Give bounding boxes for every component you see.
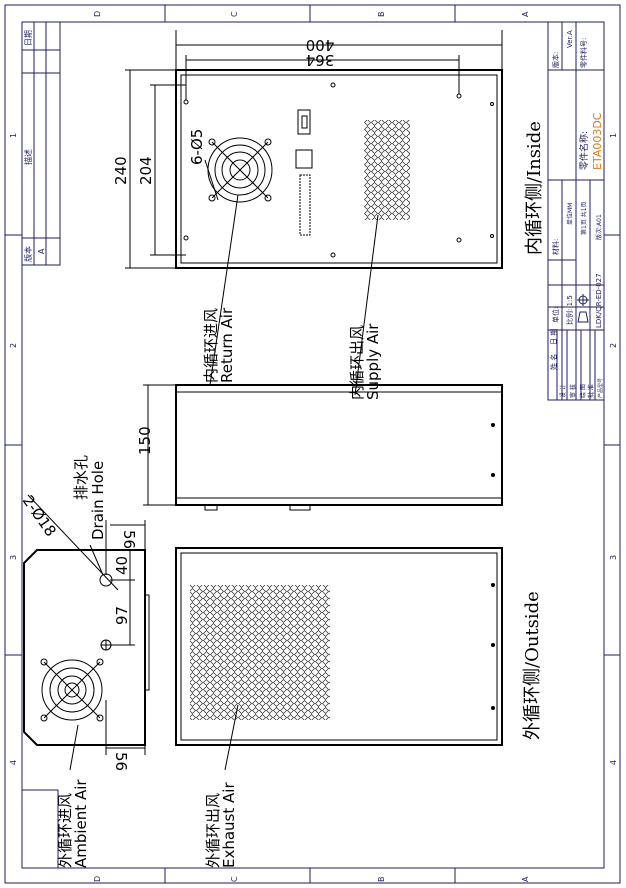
zone-letter: B — [377, 877, 386, 883]
dim-150: 150 — [136, 426, 154, 455]
zone-number: 2 — [9, 343, 18, 348]
version-label: 版本: — [551, 52, 560, 68]
dim-97: 97 — [113, 606, 131, 625]
ambient-air-cn: 外循环进风 — [56, 793, 74, 868]
drawing-no: LDK/QR-ED-027 — [595, 273, 603, 328]
zone-number: 2 — [609, 343, 618, 348]
mounting-holes — [183, 82, 494, 258]
return-air-en: Return Air — [218, 307, 236, 383]
zone-letter: D — [93, 11, 102, 17]
zone-number: 1 — [9, 133, 18, 138]
unit-label: 单位: — [551, 307, 560, 323]
supply-air-cn: 内循环出风 — [348, 325, 366, 400]
zone-letter: A — [521, 876, 530, 882]
drain-hole-en: Drain Hole — [89, 461, 107, 540]
holes-6-d5: 6-Ø5 — [188, 129, 206, 165]
part-no-label: 零件料号: — [579, 38, 588, 68]
role-label: 产品型号 — [597, 378, 604, 398]
revision-version-label: 版本 — [23, 246, 33, 262]
zone-number: 4 — [9, 760, 18, 765]
role-label: 批 准 — [587, 384, 595, 398]
dim-56-bottom: 56 — [112, 752, 130, 771]
zone-number: 3 — [609, 555, 618, 560]
role-label: 绘 图 — [579, 384, 587, 398]
supply-air-en: Supply Air — [364, 323, 382, 400]
dim-400: 400 — [306, 36, 335, 54]
dim-56-top: 56 — [120, 530, 138, 549]
unit-value: 单位MM — [566, 203, 574, 225]
part-name-label: 零件名称: — [578, 131, 590, 170]
revision-block: 日期 描述 版本 A — [21, 21, 61, 266]
return-air-cn: 内循环进风 — [202, 308, 220, 383]
zone-number: 3 — [9, 555, 18, 560]
inside-title: 内循环侧/Inside — [524, 121, 545, 255]
outside-title: 外循环侧/Outside — [522, 591, 543, 740]
zone-number: 4 — [609, 760, 618, 765]
fan-icon — [207, 137, 273, 203]
dim-204: 204 — [137, 156, 155, 185]
exhaust-air-grille — [190, 585, 330, 720]
revision-desc-label: 描述 — [23, 149, 33, 165]
supply-air-grille — [364, 120, 410, 220]
ambient-air-en: Ambient Air — [72, 779, 90, 868]
date-header: 日 期 — [550, 329, 558, 345]
exhaust-air-cn: 外循环出风 — [204, 793, 222, 868]
zone-letter: A — [521, 11, 530, 17]
title-block: 版本: Ver.A 零件料号: 零件名称: ETA003DC 材料: 单位: 单… — [547, 21, 605, 401]
exhaust-air-en: Exhaust Air — [220, 782, 238, 868]
scale: 比例: 1:5 — [565, 295, 574, 325]
name-header: 姓 名 — [549, 354, 558, 370]
page: 第1页 共1页 — [580, 201, 588, 235]
zone-letter: C — [230, 876, 239, 882]
role-label: 设 计 — [559, 384, 567, 398]
side-view: 150 — [136, 384, 503, 511]
drawing-frame: D C B A D C B A 1 2 3 4 1 2 3 4 — [4, 4, 621, 884]
fan-icon — [40, 658, 104, 722]
dim-40: 40 — [113, 556, 131, 575]
inside-view: 400 364 240 204 6-Ø5 内循环进风 Return Air 内循… — [112, 30, 545, 400]
zone-letter: D — [93, 876, 102, 882]
material-label: 材料: — [551, 239, 560, 255]
drain-dim: 2-Ø18 — [19, 492, 60, 540]
dim-240: 240 — [112, 156, 130, 185]
projection-symbol — [577, 294, 589, 323]
zone-number: 1 — [609, 133, 618, 138]
edition: 版次:A01 — [595, 214, 603, 240]
dim-364: 364 — [306, 51, 335, 69]
controller-board — [295, 109, 313, 236]
drain-hole-cn: 排水孔 — [72, 455, 90, 500]
revision-date-label: 日期 — [24, 30, 33, 46]
version-value: Ver.A — [566, 30, 574, 48]
revision-version-value: A — [37, 248, 46, 254]
end-view: 2-Ø18 排水孔 Drain Hole 56 40 97 56 外循环进风 A… — [19, 455, 150, 869]
zone-letter: B — [377, 12, 386, 18]
outside-view: 外循环出风 Exhaust Air 外循环侧/Outside — [175, 547, 543, 868]
zone-letter: C — [230, 11, 239, 17]
role-label: 审 核 — [569, 384, 577, 398]
part-name: ETA003DC — [591, 112, 604, 170]
